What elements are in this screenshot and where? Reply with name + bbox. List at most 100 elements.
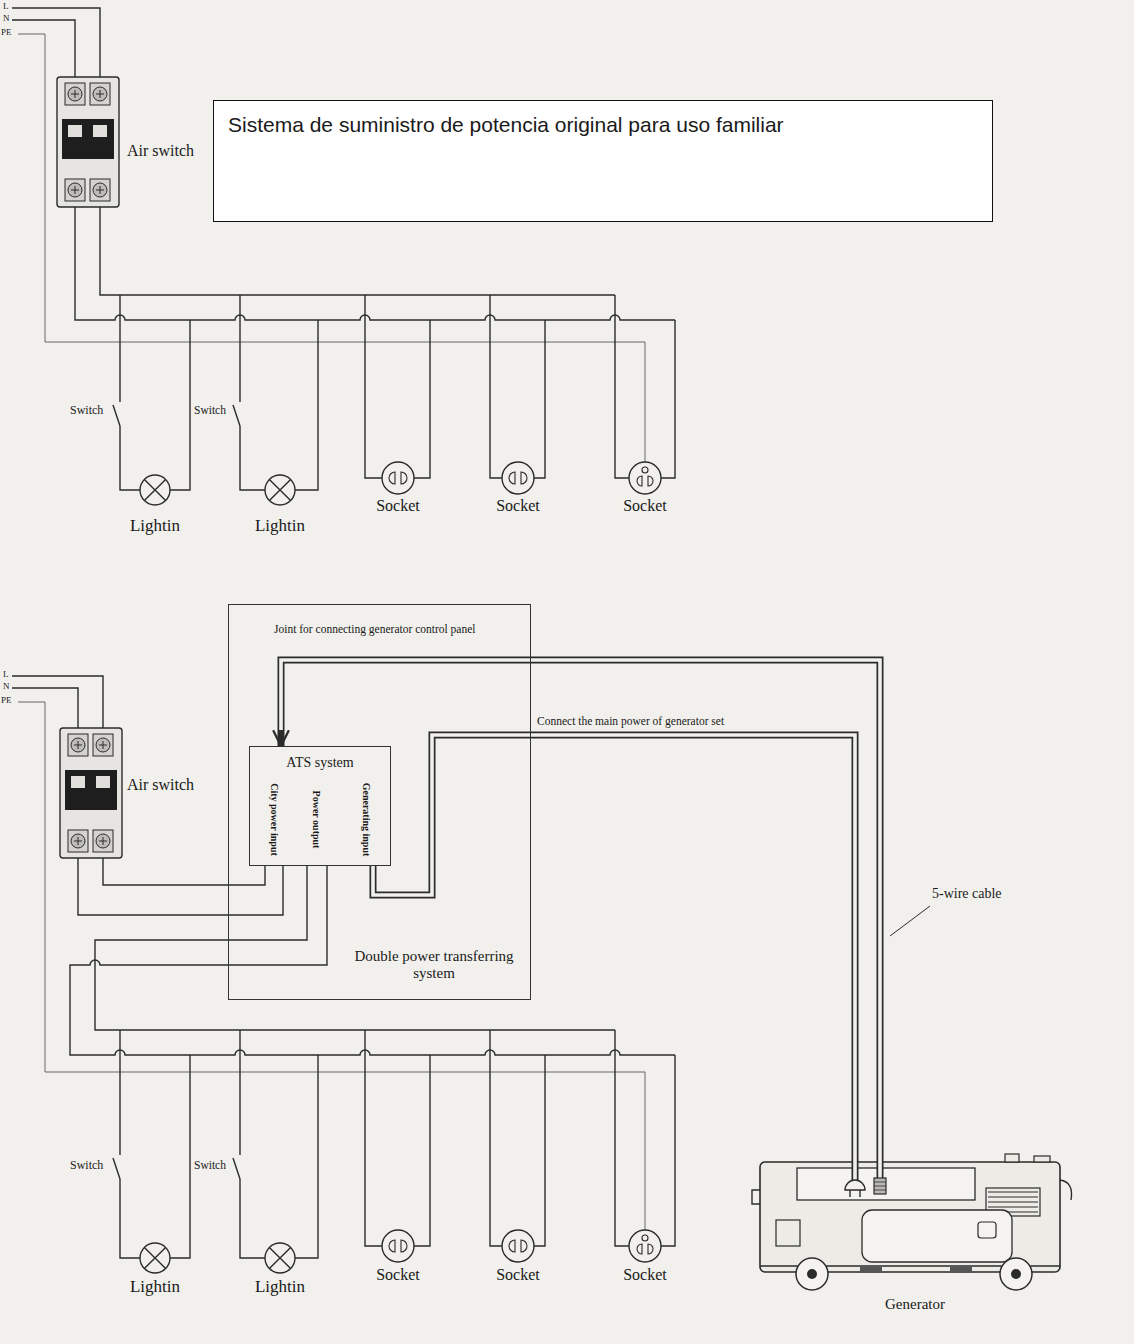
part-label: Lightin: [120, 517, 190, 536]
socket-pin: [648, 1244, 653, 1254]
lamp-symbol: [265, 1243, 295, 1273]
generator-unit: Generator: [750, 1150, 1080, 1322]
side-handle: [1060, 1180, 1072, 1200]
wheel: [796, 1258, 828, 1290]
socket-symbol: [382, 1230, 414, 1262]
part-label: Lightin: [245, 1278, 315, 1297]
socket-pin: [389, 1240, 395, 1252]
socket-pin: [509, 1240, 515, 1252]
terminal-housing: [93, 830, 113, 852]
switch-blade: [233, 405, 240, 426]
plug-prongs: [850, 1190, 860, 1197]
screw-slot: [74, 837, 82, 845]
switch-blade: [113, 405, 120, 426]
terminal-label: Generating input: [361, 779, 372, 859]
part-label: N: [3, 14, 10, 24]
box-label: ATS system: [250, 755, 390, 770]
socket-pin: [401, 1240, 407, 1252]
part-label: Switch: [70, 1159, 103, 1172]
socket-pin: [648, 476, 653, 486]
part-label: Socket: [363, 497, 433, 515]
socket-wire: [365, 1030, 382, 1246]
base-mount: [860, 1267, 882, 1273]
city-input-wire: [78, 858, 283, 915]
part-label: Switch: [194, 1159, 226, 1172]
part-label: N: [3, 682, 10, 692]
part-label: Switch: [194, 404, 226, 417]
part-label: PE: [1, 696, 12, 706]
socket-pin: [637, 1244, 642, 1254]
ats-box: ATS systemCity power inputPower outputGe…: [249, 746, 391, 866]
leader-line: [890, 906, 930, 936]
earth-pin: [642, 1235, 648, 1241]
cable-core: [373, 735, 855, 1150]
socket-wire: [615, 295, 629, 478]
power-plug: [845, 1180, 865, 1190]
toggle-lever: [96, 776, 110, 788]
terminal-screw: [71, 738, 85, 752]
part-label: 5-wire cable: [932, 886, 1002, 901]
side-handle: [752, 1190, 760, 1204]
cable-entry: [877, 1150, 884, 1180]
wheel: [1000, 1258, 1032, 1290]
connector-rib: [874, 1190, 886, 1191]
part-label: Socket: [363, 1266, 433, 1284]
part-label: Lightin: [120, 1278, 190, 1297]
socket-wire: [490, 295, 502, 478]
terminal-screw: [93, 87, 107, 101]
lamp-wire: [120, 1179, 140, 1258]
cable-core: [853, 1150, 857, 1180]
cable-label: Joint for connecting generator control p…: [272, 623, 478, 636]
air-switch-symbol: [57, 77, 119, 207]
toggle-lever: [93, 125, 107, 137]
terminal-housing: [68, 734, 88, 756]
socket-pin: [389, 472, 395, 484]
load-circuits: [113, 295, 675, 505]
lamp-symbol: [140, 1243, 170, 1273]
part-label: L: [3, 670, 9, 680]
earth-pin: [642, 467, 648, 473]
terminal-screw: [68, 183, 82, 197]
louvre-slat: [988, 1207, 1038, 1208]
terminal-housing: [93, 734, 113, 756]
part-label: Socket: [483, 497, 553, 515]
socket-pin: [521, 472, 527, 484]
part-label: L: [3, 2, 9, 12]
terminal-label: City power input: [269, 779, 280, 859]
part-label: Switch: [70, 404, 103, 417]
switch-wire: [239, 295, 240, 402]
screw-slot: [99, 837, 107, 845]
cable-label: Connect the main power of generator set: [535, 715, 726, 728]
screw-slot: [96, 90, 104, 98]
breaker-body: [60, 728, 122, 858]
breaker-body: [57, 77, 119, 207]
part-label: Air switch: [127, 142, 194, 160]
breaker-toggle-block: [65, 770, 117, 810]
city-input-wire: [103, 858, 265, 885]
lamp-cross: [269, 1247, 290, 1268]
socket-symbol: [502, 462, 534, 494]
terminal-housing: [65, 179, 85, 201]
lamp-wire: [120, 426, 140, 490]
neutral-wire: [12, 20, 75, 77]
connector-rib: [874, 1182, 886, 1183]
box-label: Double power transferring system: [354, 948, 514, 981]
socket-pin: [521, 1240, 527, 1252]
socket-symbol: [629, 1230, 661, 1262]
return-wire: [295, 320, 318, 490]
connector-rib: [874, 1186, 886, 1187]
system-frame: ATS systemCity power inputPower outputGe…: [228, 604, 531, 1000]
return-wire: [534, 1055, 545, 1246]
earth-wire: [18, 702, 645, 1230]
cable-entry: [852, 1150, 859, 1180]
socket-wire: [615, 1030, 629, 1246]
return-wire: [661, 1055, 675, 1246]
box-label: Generator: [750, 1296, 1080, 1313]
cable-core: [878, 1150, 882, 1180]
terminal-screw: [96, 834, 110, 848]
lamp-wire: [240, 426, 265, 490]
output-wire: [95, 865, 615, 1030]
switch-wire: [239, 1030, 240, 1155]
air-switch-symbol: [60, 728, 122, 858]
box-label: Sistema de suministro de potencia origin…: [228, 113, 784, 136]
